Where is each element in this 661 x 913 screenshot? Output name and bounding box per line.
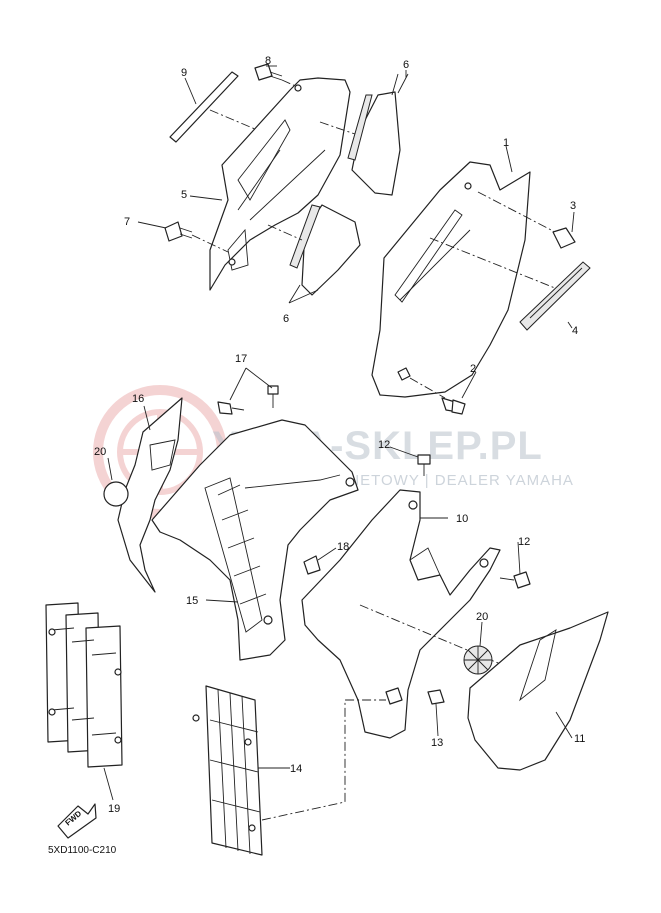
part-3-bolt <box>552 227 576 249</box>
part-15-radiator-shroud <box>151 419 359 661</box>
fwd-arrow-icon: FWD <box>57 803 97 839</box>
callout-6-upper: 6 <box>403 59 409 71</box>
callout-16: 16 <box>132 393 144 405</box>
part-20-emblem-right <box>463 645 493 675</box>
callout-20-left: 20 <box>94 446 106 458</box>
part-12-bolts <box>417 454 531 589</box>
callout-3: 3 <box>570 200 576 212</box>
callout-numbers: 9 8 6 1 5 3 7 6 4 17 2 16 12 20 10 12 18… <box>94 55 585 815</box>
callout-5: 5 <box>181 189 187 201</box>
part-19-radiator-guard <box>45 602 123 768</box>
part-1-side-cover <box>371 161 561 399</box>
part-10-shroud-right <box>301 489 511 739</box>
callout-12-upper: 12 <box>378 439 390 451</box>
callout-20-right: 20 <box>476 611 488 623</box>
part-6-decal-upper <box>319 73 409 196</box>
part-7-bolt <box>164 221 229 253</box>
callout-6-lower: 6 <box>283 313 289 325</box>
callout-7: 7 <box>124 216 130 228</box>
part-6-decal-lower <box>267 204 361 304</box>
callout-8: 8 <box>265 55 271 67</box>
part-2-bolt <box>441 397 466 415</box>
callout-11: 11 <box>574 733 585 745</box>
callout-18: 18 <box>337 541 349 553</box>
callout-12-lower: 12 <box>518 536 530 548</box>
callout-2: 2 <box>470 363 476 375</box>
callout-13: 13 <box>431 737 443 749</box>
callout-10: 10 <box>456 513 468 525</box>
part-14-radiator-grille <box>192 685 386 856</box>
callout-1: 1 <box>503 137 509 149</box>
callout-leaders <box>103 65 575 801</box>
part-18-bolt <box>303 555 321 575</box>
callout-19: 19 <box>108 803 120 815</box>
part-9-strip <box>169 71 263 143</box>
callout-17: 17 <box>235 353 247 365</box>
callout-4: 4 <box>572 325 578 337</box>
diagram-code: 5XD1100-C210 <box>48 845 117 856</box>
callout-9: 9 <box>181 67 187 79</box>
callout-14: 14 <box>290 763 302 775</box>
part-13-bolt <box>427 689 445 705</box>
part-5-shroud-upper <box>209 77 351 291</box>
part-11-panel <box>467 611 609 771</box>
part-4-decal-strip <box>519 261 591 331</box>
part-20-emblem-left <box>103 481 129 507</box>
part-8-bolt <box>254 63 301 89</box>
part-17-bolts <box>217 385 279 415</box>
callout-15: 15 <box>186 595 198 607</box>
